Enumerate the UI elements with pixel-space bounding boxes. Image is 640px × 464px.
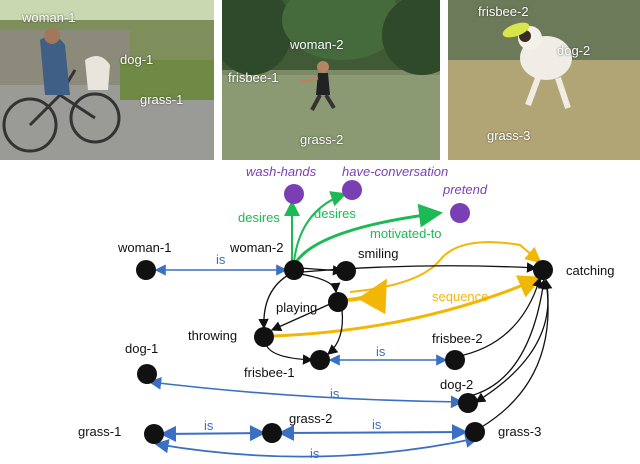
edge-label-desires-1: desires (238, 210, 280, 225)
node-frisbee-1 (310, 350, 330, 370)
edge-label-sequence: sequence (432, 289, 488, 304)
photo-label-dog-2: dog-2 (557, 43, 591, 58)
photo-2-image (222, 0, 440, 160)
photo-woman-bicycle (0, 0, 214, 160)
edge-label-is-grass13: is (310, 446, 320, 461)
label-throwing: throwing (188, 328, 237, 343)
label-woman-2: woman-2 (229, 240, 283, 255)
label-have-conversation: have-conversation (342, 164, 448, 179)
photo-3-image (448, 0, 640, 160)
edge-playing-throwing (270, 303, 331, 332)
node-wash-hands (284, 184, 304, 204)
edge-playing-frisbee1 (326, 309, 344, 355)
edge-throwing-frisbee1 (265, 343, 314, 365)
label-frisbee-1: frisbee-1 (244, 365, 295, 380)
node-playing (328, 292, 348, 312)
label-woman-1: woman-1 (117, 240, 171, 255)
edge-woman2-playing (299, 273, 341, 294)
label-grass-3: grass-3 (498, 424, 541, 439)
photo-label-woman-2: woman-2 (290, 37, 344, 52)
node-frisbee-2 (445, 350, 465, 370)
node-catching (533, 260, 553, 280)
label-wash-hands: wash-hands (246, 164, 317, 179)
photo-label-woman-1: woman-1 (22, 10, 76, 25)
label-pretend: pretend (442, 182, 488, 197)
photo-1-image (0, 0, 214, 160)
node-dog-1 (137, 364, 157, 384)
node-woman-2 (284, 260, 304, 280)
label-grass-1: grass-1 (78, 424, 121, 439)
edge-sequence-throwing-catching (273, 275, 543, 338)
photo-label-frisbee-2: frisbee-2 (478, 4, 529, 19)
edge-label-desires-2: desires (314, 206, 356, 221)
photo-label-grass-2: grass-2 (300, 132, 344, 147)
node-throwing (254, 327, 274, 347)
node-grass-2 (262, 423, 282, 443)
edge-is-dog (148, 376, 464, 409)
edge-is-grass12 (160, 425, 266, 442)
edge-sequence-smiling-catching (349, 241, 542, 293)
photo-dog-frisbee (448, 0, 640, 160)
edge-label-is-woman: is (216, 252, 226, 267)
edge-woman2-throwing (258, 273, 291, 330)
edge-label-is-dog: is (330, 386, 340, 401)
node-smiling (336, 261, 356, 281)
edge-woman2-smiling (299, 265, 344, 276)
photo-label-grass-3: grass-3 (487, 128, 531, 143)
label-dog-2: dog-2 (440, 377, 473, 392)
edge-motivated-pretend (294, 203, 443, 263)
label-dog-1: dog-1 (125, 341, 158, 356)
edge-woman2-catching (301, 262, 538, 273)
node-grass-3 (465, 422, 485, 442)
node-dog-2 (458, 393, 478, 413)
edge-label-is-grass12: is (204, 418, 214, 433)
node-woman-1 (136, 260, 156, 280)
photo-label-dog-1: dog-1 (120, 52, 154, 67)
node-pretend (450, 203, 470, 223)
edge-desires-haveconv (293, 191, 347, 263)
edge-label-is-frisbee: is (376, 344, 386, 359)
label-grass-2: grass-2 (289, 411, 332, 426)
node-grass-1 (144, 424, 164, 444)
edge-catching-dog2 (474, 279, 549, 403)
edge-dog2-catching (469, 278, 548, 397)
edge-is-grass13 (154, 433, 480, 458)
photo-label-frisbee-1: frisbee-1 (228, 70, 279, 85)
edge-is-grass23 (278, 424, 468, 441)
label-playing: playing (276, 300, 317, 315)
edge-grass3-catching (479, 278, 553, 429)
label-frisbee-2: frisbee-2 (432, 331, 483, 346)
photo-woman-frisbee (222, 0, 440, 160)
node-have-conversation (342, 180, 362, 200)
label-catching: catching (566, 263, 614, 278)
label-smiling: smiling (358, 246, 398, 261)
edge-label-is-grass23: is (372, 417, 382, 432)
edge-label-motivated-to: motivated-to (370, 226, 442, 241)
edge-frisbee2-catching (454, 276, 543, 358)
photo-label-grass-1: grass-1 (140, 92, 184, 107)
scene-graph: woman-1 woman-2 smiling playing throwing… (78, 164, 614, 461)
